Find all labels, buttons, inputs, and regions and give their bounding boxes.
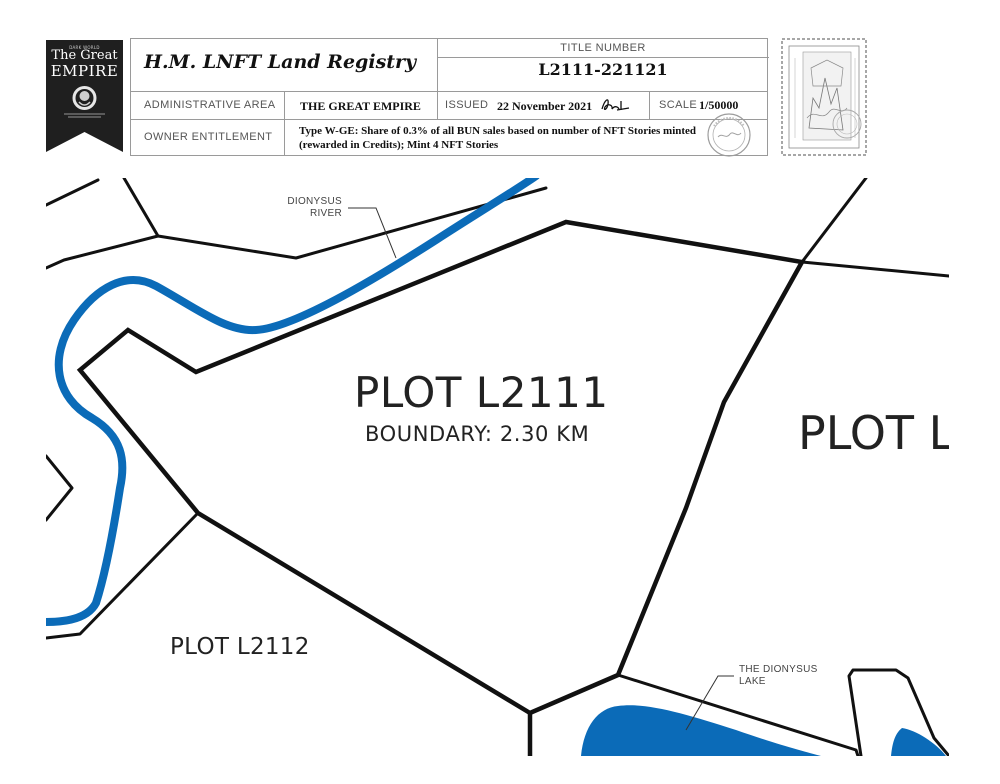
registry-title: H.M. LNFT Land Registry (144, 51, 417, 73)
river-label: DIONYSUS RIVER (280, 196, 342, 220)
plot-l2111-boundary (76, 219, 806, 716)
lake-right-part (891, 728, 946, 756)
river-label-line-1: DIONYSUS (287, 196, 342, 207)
divider (131, 119, 767, 120)
badge-small-text: DARK WORLD (69, 45, 100, 50)
round-seal-stamp (707, 113, 751, 157)
dionysus-river (46, 178, 540, 626)
thin-boundaries (46, 178, 949, 756)
title-number-label: TITLE NUMBER (560, 42, 646, 54)
plot-boundary-label: BOUNDARY: 2.30 KM (365, 422, 590, 446)
lake-label-line-2: LAKE (739, 676, 766, 687)
admin-area-value: THE GREAT EMPIRE (300, 99, 421, 113)
owner-entitlement-label: OWNER ENTITLEMENT (144, 131, 273, 143)
scale-label: SCALE (659, 99, 698, 111)
postage-stamp (781, 38, 867, 156)
scale-value: 1/50000 (699, 98, 739, 112)
empire-badge: DARK WORLD The Great EMPIRE (46, 40, 123, 152)
lake-callout-line (685, 675, 734, 731)
title-number: L2111-221121 (538, 60, 668, 79)
dionysus-lake (581, 705, 821, 756)
river-label-line-2: RIVER (309, 208, 342, 219)
divider (437, 57, 769, 58)
divider (437, 39, 438, 91)
plot-main-label: PLOT L2111 (354, 368, 609, 417)
lake-label: THE DIONYSUS LAKE (739, 664, 818, 688)
owner-entitlement-value: Type W-GE: Share of 0.3% of all BUN sale… (299, 124, 729, 152)
owner-entitlement-line-1: Type W-GE: Share of 0.3% of all BUN sale… (299, 125, 697, 137)
issued-label: ISSUED (445, 99, 489, 111)
plot-right-label: PLOT L (798, 406, 949, 460)
signature (601, 99, 630, 111)
divider (649, 91, 650, 119)
map-canvas (46, 178, 949, 756)
owner-entitlement-line-2: (rewarded in Credits); Mint 4 NFT Storie… (299, 139, 499, 151)
divider (284, 91, 285, 155)
plot-left-label: PLOT L2112 (170, 634, 310, 660)
badge-line-1: The Great (51, 48, 118, 63)
badge-ribbon (46, 40, 123, 152)
river-callout-line (348, 207, 397, 259)
admin-area-label: ADMINISTRATIVE AREA (144, 99, 276, 111)
map-area: PLOT L2111 BOUNDARY: 2.30 KM PLOT L PLOT… (46, 178, 949, 756)
issued-date: 22 November 2021 (497, 99, 593, 113)
divider (131, 91, 767, 92)
badge-line-2: EMPIRE (50, 62, 119, 80)
registry-header: H.M. LNFT Land Registry TITLE NUMBER L21… (130, 38, 769, 156)
lake-label-line-1: THE DIONYSUS (739, 664, 818, 675)
divider (437, 91, 438, 119)
